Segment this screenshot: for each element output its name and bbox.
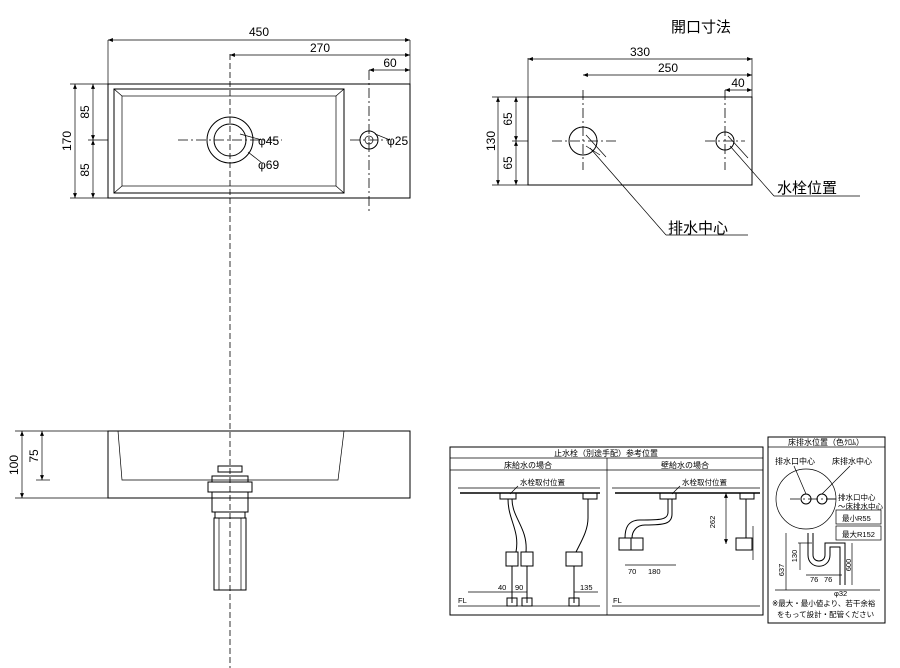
dim-262: 262 <box>708 516 717 529</box>
dim-180: 180 <box>648 567 661 576</box>
side-dim-bowl-depth: 75 <box>27 449 41 463</box>
basin-outline <box>107 83 411 199</box>
note-center-2: ～床排水中心 <box>838 501 883 511</box>
faucet-mount-label-wall: 水栓取付位置 <box>682 477 727 487</box>
stopcock-panel-title: 止水栓（別途手配）参考位置 <box>554 448 658 458</box>
label-faucet-hole-dia: φ25 <box>387 134 408 148</box>
side-dim-height: 100 <box>7 455 21 475</box>
stopcock-reference-panel: 止水栓（別途手配）参考位置 床給水の場合 壁給水の場合 水栓取付位置 FL <box>449 446 764 616</box>
label-min-radius: 最小R55 <box>842 514 871 523</box>
floor-drain-title: 床排水位置（色ｸﾛﾑ） <box>788 437 864 447</box>
opening-dim-width: 330 <box>630 45 650 59</box>
dim-76b: 76 <box>824 575 832 584</box>
label-drain-outer-dia: φ69 <box>258 158 279 172</box>
dim-phi32: φ32 <box>834 589 847 598</box>
basin-side-outline <box>107 430 411 499</box>
basin-inner-rim <box>113 88 345 194</box>
label-floor-drain-center: 床排水中心 <box>832 456 872 466</box>
dim-half-lower: 85 <box>78 163 92 177</box>
top-plan-view: 450 270 60 170 85 85 φ45 φ69 φ25 <box>60 25 411 668</box>
dim-half-upper: 85 <box>78 105 92 119</box>
s-trap <box>807 533 841 585</box>
pop-up-cap <box>217 465 243 473</box>
faucet-mount-label-floor: 水栓取付位置 <box>520 477 565 487</box>
dim-135: 135 <box>580 583 593 592</box>
fl-label-floor: FL <box>458 596 467 605</box>
dim-637: 637 <box>777 564 786 577</box>
dim-90: 90 <box>515 583 523 592</box>
dim-76a: 76 <box>810 575 818 584</box>
dim-overall-width: 450 <box>249 25 269 39</box>
opening-dimensions-view: 開口寸法 330 250 40 130 65 65 水栓 <box>484 19 860 237</box>
label-faucet-position: 水栓位置 <box>777 180 837 197</box>
dim-overall-depth: 170 <box>60 131 74 151</box>
side-elevation-view: 100 75 <box>7 430 411 591</box>
label-drain-center: 排水中心 <box>668 220 728 237</box>
label-drain-hole-dia: φ45 <box>258 134 279 148</box>
basin-bowl <box>121 95 337 187</box>
note-line-2: をもって設計・配管ください <box>777 609 874 619</box>
opening-dim-half-lower: 65 <box>501 156 515 170</box>
label-drain-outlet-center: 排水口中心 <box>775 456 815 466</box>
note-center-1: 排水口中心 <box>838 492 876 502</box>
label-max-radius: 最大R152 <box>842 529 875 539</box>
note-line-1: ※最大・最小値より、若干余裕 <box>772 598 876 608</box>
wall-supply-drawing: 水栓取付位置 262 FL 70 180 <box>612 477 760 607</box>
floor-supply-drawing: 水栓取付位置 FL 40 90 135 <box>458 477 600 607</box>
opening-title: 開口寸法 <box>671 19 731 36</box>
dim-center-offset: 270 <box>310 41 330 55</box>
dim-600: 600 <box>844 559 853 572</box>
fl-label-wall: FL <box>613 596 622 605</box>
opening-dim-depth: 130 <box>484 131 498 151</box>
opening-dim-half-upper: 65 <box>501 112 515 126</box>
floor-drain-panel: 床排水位置（色ｸﾛﾑ） 排水口中心 床排水中心 排水口中心 ～床排水中心 最小R… <box>767 436 886 624</box>
dim-40: 40 <box>498 583 506 592</box>
opening-dim-faucet-offset: 40 <box>731 76 745 90</box>
floor-supply-heading: 床給水の場合 <box>504 460 552 470</box>
opening-dim-center-offset: 250 <box>658 61 678 75</box>
dim-faucet-offset: 60 <box>383 56 397 70</box>
dim-70: 70 <box>628 567 636 576</box>
wall-supply-heading: 壁給水の場合 <box>661 460 709 470</box>
dim-130: 130 <box>790 550 799 563</box>
